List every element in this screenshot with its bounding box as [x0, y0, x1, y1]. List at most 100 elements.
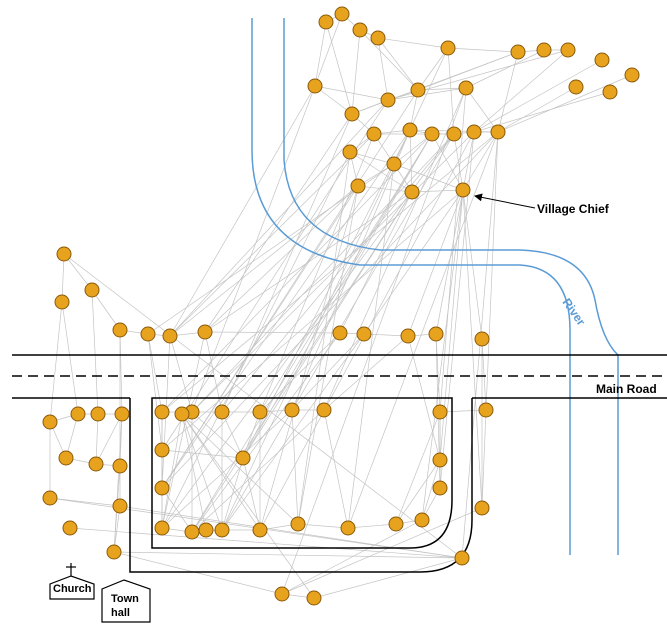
network-edge	[347, 131, 499, 529]
household-node	[432, 480, 448, 496]
network-edge	[161, 185, 359, 489]
network-edge	[462, 189, 483, 509]
network-edge	[377, 37, 389, 101]
network-edge	[314, 85, 353, 115]
network-edge	[91, 289, 121, 331]
network-edge	[421, 459, 441, 521]
household-node	[56, 246, 72, 262]
network-edge	[161, 331, 206, 529]
network-edge	[323, 409, 349, 529]
river-label: River	[560, 296, 589, 329]
network-edge	[204, 331, 341, 334]
network-edge	[351, 29, 361, 115]
network-edge	[481, 338, 487, 411]
household-node	[318, 14, 334, 30]
network-edge	[387, 87, 467, 101]
network-edge	[161, 129, 411, 489]
household-node	[140, 326, 156, 342]
network-edge	[191, 133, 433, 533]
network-edge	[169, 133, 375, 337]
network-edge	[447, 47, 519, 53]
network-edge	[147, 163, 395, 335]
network-edge	[259, 133, 375, 413]
village-chief-label: Village Chief	[537, 202, 610, 216]
household-node	[474, 331, 490, 347]
network-edge	[61, 301, 79, 415]
network-edge	[281, 507, 483, 595]
network-edge	[147, 333, 163, 451]
network-edge	[439, 409, 487, 413]
network-edge	[113, 551, 463, 559]
household-node	[112, 322, 128, 338]
household-node	[402, 122, 418, 138]
network-edge	[313, 557, 463, 599]
household-node	[54, 294, 70, 310]
network-edge	[291, 409, 299, 525]
household-node	[478, 402, 494, 418]
household-node	[306, 590, 322, 606]
household-node	[84, 282, 100, 298]
network-edge	[417, 47, 449, 91]
network-edge	[221, 163, 395, 531]
network-edge	[161, 413, 183, 529]
network-edge	[462, 131, 499, 191]
household-node	[350, 178, 366, 194]
household-node	[490, 124, 506, 140]
household-node	[446, 126, 462, 142]
inner-compound-boundary	[151, 397, 453, 549]
network-edge	[473, 59, 603, 133]
household-node	[466, 124, 482, 140]
household-node	[344, 106, 360, 122]
network-edge	[221, 333, 365, 531]
network-edge	[462, 131, 475, 191]
household-node	[366, 126, 382, 142]
household-node	[112, 458, 128, 474]
household-node	[602, 84, 618, 100]
household-node	[154, 442, 170, 458]
household-node	[404, 184, 420, 200]
network-edge	[181, 413, 207, 531]
network-edge	[485, 131, 499, 411]
household-node	[198, 522, 214, 538]
main-road-label: Main Road	[596, 382, 657, 396]
household-node	[432, 452, 448, 468]
household-node	[342, 144, 358, 160]
household-node	[424, 126, 440, 142]
network-edge	[323, 335, 409, 411]
household-node	[400, 328, 416, 344]
household-node	[252, 522, 268, 538]
church-building: Church	[49, 563, 95, 600]
network-edge	[349, 151, 413, 193]
household-node	[162, 328, 178, 344]
network-edge	[91, 289, 99, 415]
household-node	[594, 52, 610, 68]
network-edge	[161, 131, 499, 413]
network-edge	[465, 49, 545, 89]
network-edge	[473, 49, 569, 133]
household-node	[414, 512, 430, 528]
household-node	[440, 40, 456, 56]
network-edge	[61, 253, 65, 303]
network-edge	[281, 87, 467, 595]
household-node	[454, 550, 470, 566]
network-edge	[447, 47, 455, 135]
network-edge	[161, 409, 293, 529]
network-edge	[377, 37, 419, 91]
network-edge	[431, 133, 464, 191]
network-edge	[363, 189, 464, 335]
network-edge	[359, 29, 419, 91]
main-road	[12, 354, 667, 399]
network-edge	[393, 163, 464, 191]
network-edge	[314, 21, 327, 87]
household-node	[356, 326, 372, 342]
network-edge	[357, 185, 413, 193]
network-edge	[497, 51, 519, 133]
network-edge	[242, 411, 261, 459]
household-node	[58, 450, 74, 466]
network-edges	[49, 13, 633, 599]
network-edge	[291, 129, 411, 411]
network-edge	[281, 519, 423, 595]
network-edge	[169, 335, 193, 413]
network-edge	[435, 189, 464, 335]
household-node	[432, 404, 448, 420]
